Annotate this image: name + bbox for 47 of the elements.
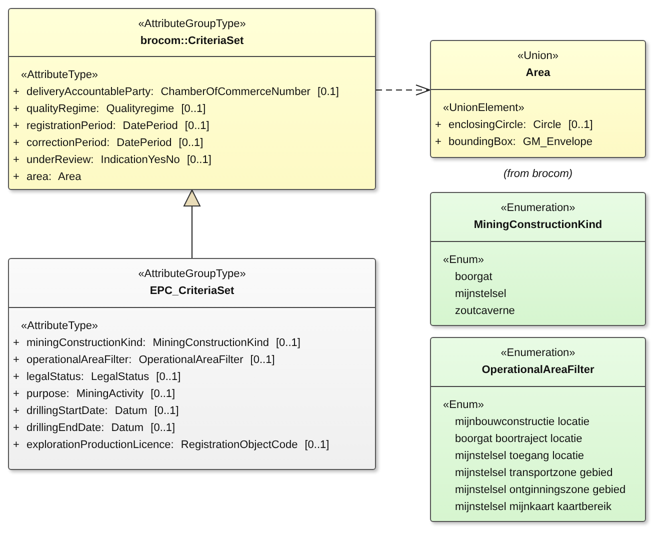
enum-value: mijnbouwconstructie locatie — [455, 415, 590, 430]
attribute-text: + boundingBox: GM_Envelope — [435, 135, 593, 150]
class-box — [8, 258, 376, 470]
attribute-text: + drillingEndDate: Datum [0..1] — [13, 421, 176, 436]
attribute-text: + legalStatus: LegalStatus [0..1] — [13, 370, 181, 385]
enum-value: mijnstelsel ontginningszone gebied — [455, 483, 626, 498]
package-note: (from brocom) — [502, 167, 574, 181]
union-box — [430, 40, 646, 158]
enum-value: boorgat boortraject locatie — [455, 432, 582, 447]
stereotype-text: «Enumeration» — [500, 201, 576, 216]
generalization-arrow — [184, 190, 200, 258]
class-name: brocom::CriteriaSet — [140, 34, 244, 48]
attribute-text: + underReview: IndicationYesNo [0..1] — [13, 153, 212, 168]
stereotype-text: «AttributeType» — [21, 319, 98, 334]
attribute-text: + operationalAreaFilter: OperationalAreaFilter [0..1] — [13, 353, 275, 368]
attribute-text: + correctionPeriod: DatePeriod [0..1] — [13, 136, 204, 151]
enumeration-box — [430, 337, 646, 522]
attribute-text: + enclosingCircle: Circle [0..1] — [435, 118, 593, 133]
class-name: Area — [526, 66, 550, 81]
stereotype-text: «AttributeType» — [21, 68, 98, 83]
stereotype-text: «Enum» — [443, 253, 484, 268]
enumeration-box — [430, 192, 646, 326]
attribute-text: + drillingStartDate: Datum [0..1] — [13, 404, 179, 419]
enum-value: boorgat — [455, 270, 492, 285]
stereotype-text: «Enumeration» — [500, 346, 576, 361]
class-name: EPC_CriteriaSet — [150, 284, 234, 299]
enum-value: mijnstelsel toegang locatie — [455, 449, 584, 464]
enum-value: mijnstelsel transportzone gebied — [455, 466, 613, 481]
dependency-arrow — [376, 84, 430, 96]
attribute-text: + explorationProductionLicence: RegistrationObjectCode [0..1] — [13, 438, 330, 453]
stereotype-text: «Enum» — [443, 398, 484, 413]
enum-value: zoutcaverne — [455, 304, 515, 319]
stereotype-text: «AttributeGroupType» — [138, 16, 246, 32]
attribute-text: + miningConstructionKind: MiningConstructionKind [0..1] — [13, 336, 300, 351]
class-name: MiningConstructionKind — [474, 218, 602, 233]
attribute-text: + registrationPeriod: DatePeriod [0..1] — [13, 119, 210, 134]
enum-value: mijnstelsel — [455, 287, 506, 302]
attribute-text: + purpose: MiningActivity [0..1] — [13, 387, 176, 402]
enum-value: mijnstelsel mijnkaart kaartbereik — [455, 500, 612, 515]
attribute-text: + deliveryAccountableParty: ChamberOfCommerceNumber [0.1] — [13, 85, 339, 100]
attribute-text: + area: Area — [13, 170, 82, 185]
attribute-text: + qualityRegime: Qualityregime [0..1] — [13, 102, 206, 117]
class-box — [8, 8, 376, 190]
stereotype-text: «Union» — [518, 49, 558, 64]
stereotype-text: «UnionElement» — [443, 101, 524, 116]
stereotype-text: «AttributeGroupType» — [138, 267, 246, 282]
class-name: OperationalAreaFilter — [482, 363, 594, 378]
